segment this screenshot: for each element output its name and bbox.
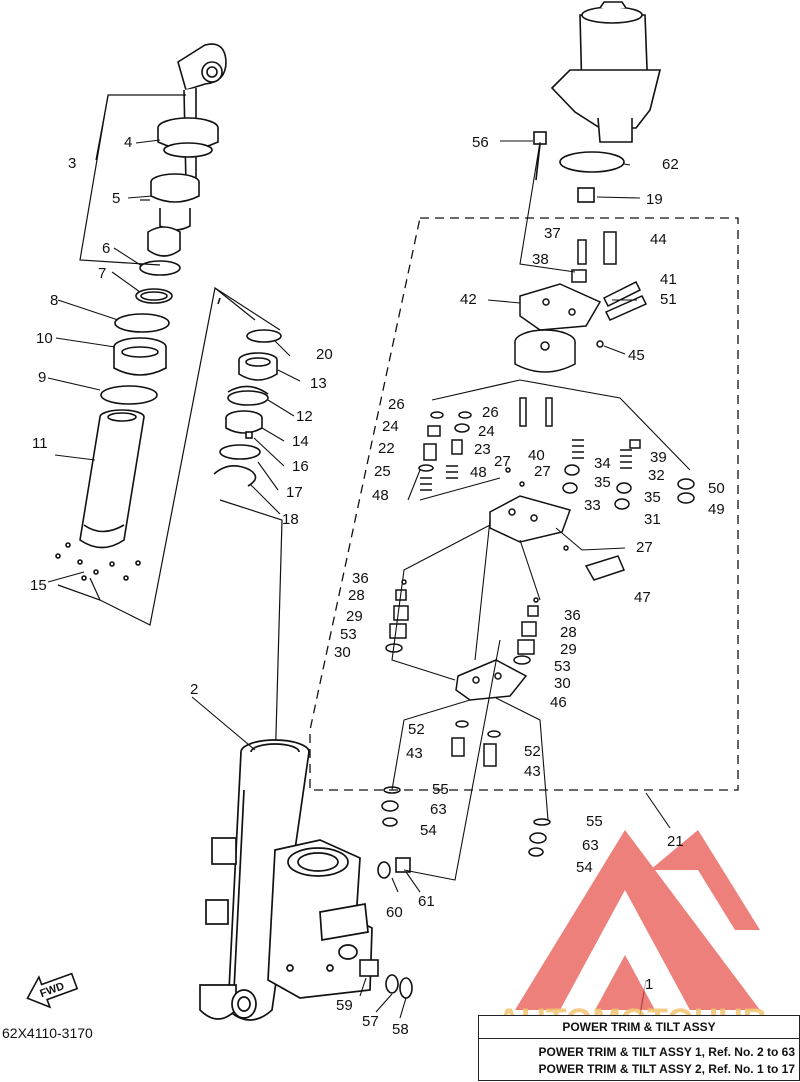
callout-15: 15 bbox=[30, 577, 47, 594]
callout-3: 3 bbox=[68, 155, 76, 172]
callout-36-left: 36 bbox=[352, 570, 369, 587]
callout-5: 5 bbox=[112, 190, 120, 207]
callout-56: 56 bbox=[472, 134, 489, 151]
callout-54-right: 54 bbox=[576, 859, 593, 876]
callout-50: 50 bbox=[708, 480, 725, 497]
callout-54-left: 54 bbox=[420, 822, 437, 839]
callout-27-a: 27 bbox=[494, 453, 511, 470]
watermark-logo bbox=[515, 830, 760, 1010]
callout-28-left: 28 bbox=[348, 587, 365, 604]
callout-22: 22 bbox=[378, 440, 395, 457]
callout-45: 45 bbox=[628, 347, 645, 364]
callout-55-left: 55 bbox=[432, 781, 449, 798]
callout-63-right: 63 bbox=[582, 837, 599, 854]
callout-4: 4 bbox=[124, 134, 132, 151]
callout-19: 19 bbox=[646, 191, 663, 208]
callout-40: 40 bbox=[528, 447, 545, 464]
callout-62: 62 bbox=[662, 156, 679, 173]
callout-31: 31 bbox=[644, 511, 661, 528]
callout-29-left: 29 bbox=[346, 608, 363, 625]
callout-24-left: 24 bbox=[382, 418, 399, 435]
valve-assy-dashed-frame bbox=[309, 217, 739, 791]
callout-20: 20 bbox=[316, 346, 333, 363]
callout-7: 7 bbox=[98, 265, 106, 282]
valve-parts bbox=[381, 231, 695, 857]
diagram-code: 62X4110-3170 bbox=[2, 1025, 93, 1041]
fittings bbox=[359, 857, 413, 999]
callout-53-left: 53 bbox=[340, 626, 357, 643]
callout-39: 39 bbox=[650, 449, 667, 466]
callout-25: 25 bbox=[374, 463, 391, 480]
callout-35-a: 35 bbox=[594, 474, 611, 491]
callout-57: 57 bbox=[362, 1013, 379, 1030]
callout-32: 32 bbox=[648, 467, 665, 484]
middle-bracket-lines bbox=[214, 287, 283, 771]
cylinder-assembly bbox=[55, 313, 170, 581]
callout-29-right: 29 bbox=[560, 641, 577, 658]
callout-61: 61 bbox=[418, 893, 435, 910]
seal-parts-column bbox=[213, 297, 282, 487]
callout-51: 51 bbox=[660, 291, 677, 308]
legend-line-1: POWER TRIM & TILT ASSY 1, Ref. No. 2 to … bbox=[538, 1045, 795, 1059]
tilt-rod-assembly bbox=[135, 43, 227, 304]
callout-11: 11 bbox=[32, 435, 48, 452]
callout-26-left: 26 bbox=[388, 396, 405, 413]
callout-27-c: 27 bbox=[636, 539, 653, 556]
callout-26-right: 26 bbox=[482, 404, 499, 421]
callout-43-right: 43 bbox=[524, 763, 541, 780]
callout-21: 21 bbox=[667, 833, 684, 850]
callout-36-right: 36 bbox=[564, 607, 581, 624]
callout-2: 2 bbox=[190, 681, 198, 698]
fwd-arrow-icon: FWD bbox=[26, 972, 79, 1009]
callout-30-left: 30 bbox=[334, 644, 351, 661]
callout-labels: 1 2 3 4 5 6 7 8 9 10 11 12 13 14 15 16 1… bbox=[30, 134, 725, 1038]
callout-34: 34 bbox=[594, 455, 611, 472]
callout-48-a: 48 bbox=[470, 464, 487, 481]
trim-tilt-body bbox=[199, 739, 373, 1021]
legend-title: POWER TRIM & TILT ASSY bbox=[479, 1016, 799, 1039]
callout-9: 9 bbox=[38, 369, 46, 386]
callout-42: 42 bbox=[460, 291, 477, 308]
callout-58: 58 bbox=[392, 1021, 409, 1038]
callout-17: 17 bbox=[286, 484, 303, 501]
callout-44: 44 bbox=[650, 231, 667, 248]
callout-55-right: 55 bbox=[586, 813, 603, 830]
callout-23: 23 bbox=[474, 441, 491, 458]
callout-18: 18 bbox=[282, 511, 299, 528]
callout-35-b: 35 bbox=[644, 489, 661, 506]
callout-10: 10 bbox=[36, 330, 53, 347]
callout-33: 33 bbox=[584, 497, 601, 514]
callout-24-right: 24 bbox=[478, 423, 495, 440]
callout-8: 8 bbox=[50, 292, 58, 309]
callout-47: 47 bbox=[634, 589, 651, 606]
callout-43-left: 43 bbox=[406, 745, 423, 762]
motor-assembly bbox=[533, 1, 662, 203]
legend-line-2: POWER TRIM & TILT ASSY 2, Ref. No. 1 to … bbox=[538, 1062, 795, 1076]
callout-48-b: 48 bbox=[372, 487, 389, 504]
callout-46: 46 bbox=[550, 694, 567, 711]
callout-12: 12 bbox=[296, 408, 313, 425]
callout-52-right: 52 bbox=[524, 743, 541, 760]
group-brackets-left bbox=[57, 94, 256, 626]
callout-37: 37 bbox=[544, 225, 561, 242]
callout-59: 59 bbox=[336, 997, 353, 1014]
callout-63-left: 63 bbox=[430, 801, 447, 818]
callout-41: 41 bbox=[660, 271, 677, 288]
callout-13: 13 bbox=[310, 375, 327, 392]
callout-30-right: 30 bbox=[554, 675, 571, 692]
callout-6: 6 bbox=[102, 240, 110, 257]
callout-52-left: 52 bbox=[408, 721, 425, 738]
callout-27-b: 27 bbox=[534, 463, 551, 480]
callout-28-right: 28 bbox=[560, 624, 577, 641]
callout-1: 1 bbox=[645, 976, 653, 993]
callout-53-right: 53 bbox=[554, 658, 571, 675]
callout-16: 16 bbox=[292, 458, 309, 475]
legend-box: POWER TRIM & TILT ASSY POWER TRIM & TILT… bbox=[478, 1015, 800, 1081]
callout-14: 14 bbox=[292, 433, 309, 450]
callout-49: 49 bbox=[708, 501, 725, 518]
callout-38: 38 bbox=[532, 251, 549, 268]
callout-60: 60 bbox=[386, 904, 403, 921]
